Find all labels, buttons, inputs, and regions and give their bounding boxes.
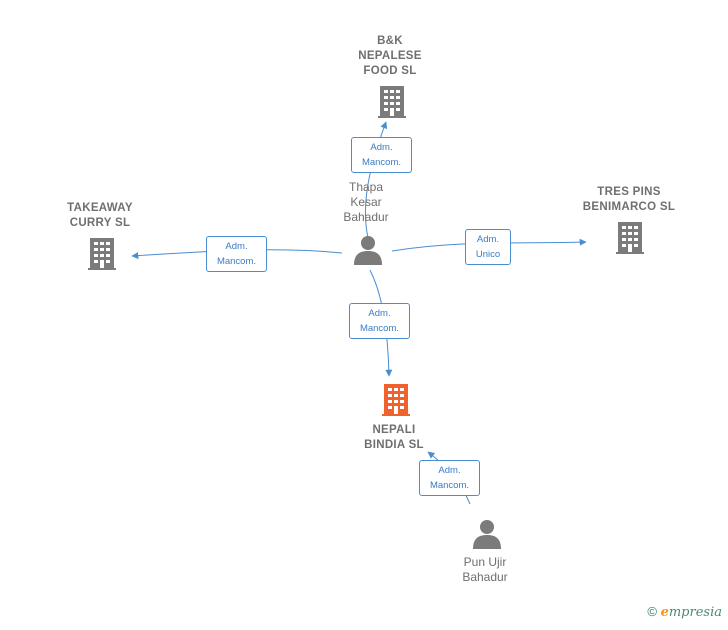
building-icon-tres[interactable] bbox=[616, 222, 644, 254]
edge-label-pun-to-nepali[interactable]: Adm. Mancom. bbox=[419, 460, 480, 496]
edge-label-to-tres[interactable]: Adm. Unico bbox=[465, 229, 511, 265]
building-icon-takeaway[interactable] bbox=[88, 238, 116, 270]
edge-to-bk bbox=[364, 121, 388, 239]
copyright-notice: © empresia bbox=[647, 604, 722, 620]
person-label-thapa[interactable]: Thapa Kesar Bahadur bbox=[343, 180, 389, 224]
node-label-takeaway[interactable]: TAKEAWAY CURRY SL bbox=[67, 202, 133, 229]
person-label-pun[interactable]: Pun Ujir Bahadur bbox=[462, 555, 508, 584]
node-label-bk[interactable]: B&K NEPALESE FOOD SL bbox=[358, 35, 422, 77]
empresia-logo: empresia bbox=[660, 605, 722, 620]
edge-label-to-nepali[interactable]: Adm. Mancom. bbox=[349, 303, 410, 339]
person-icon-pun[interactable] bbox=[473, 520, 501, 549]
edge-label-to-bk[interactable]: Adm. Mancom. bbox=[351, 137, 412, 173]
node-label-nepali[interactable]: NEPALI BINDIA SL bbox=[364, 424, 424, 451]
building-icon-nepali[interactable] bbox=[382, 384, 410, 416]
edge-label-to-takeaway[interactable]: Adm. Mancom. bbox=[206, 236, 267, 272]
node-label-tres[interactable]: TRES PINS BENIMARCO SL bbox=[582, 186, 676, 213]
copyright-symbol: © bbox=[647, 604, 657, 619]
person-icon-thapa[interactable] bbox=[354, 236, 382, 265]
building-icon-bk[interactable] bbox=[378, 86, 406, 118]
